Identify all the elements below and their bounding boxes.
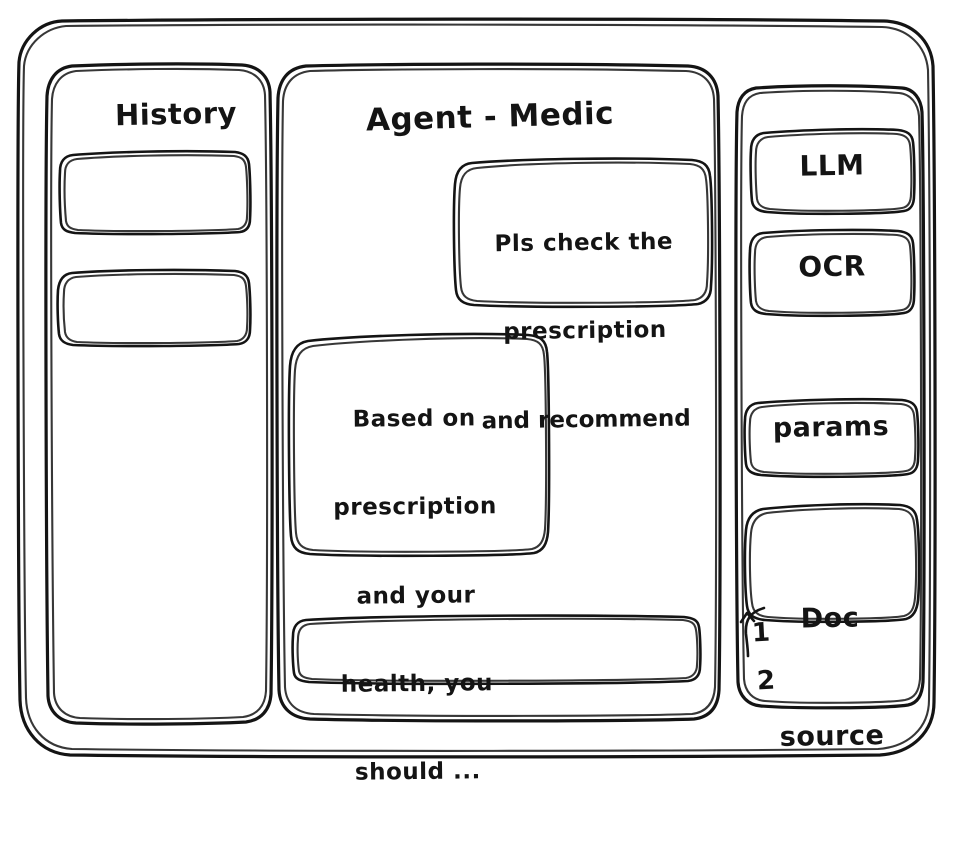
agent-panel: [275, 62, 722, 723]
assistant-message-text: Based on prescription and your health, y…: [297, 345, 534, 848]
history-item-1-outline[interactable]: [58, 149, 252, 236]
user-message-line-1: Pls check the: [494, 228, 674, 258]
wireframe-canvas: [16, 17, 937, 759]
composer-input-outline[interactable]: [291, 614, 702, 686]
tool-button-params-label[interactable]: params: [772, 410, 890, 445]
history-panel: [44, 62, 274, 726]
tool-button-params-outline[interactable]: [743, 397, 920, 479]
assistant-message-line-5: should ...: [354, 758, 481, 786]
assistant-message-line-4: health, you: [340, 670, 494, 698]
assistant-message-line-2: prescription: [333, 493, 497, 522]
app-window-frame: [16, 17, 937, 759]
tool-button-ocr-outline[interactable]: [748, 228, 916, 318]
user-message-bubble: [452, 157, 714, 309]
history-panel-title: History: [114, 95, 238, 133]
assistant-message-bubble: [287, 332, 551, 558]
doc-source-label-line-2: source: [779, 719, 885, 753]
doc-source-connector-arrow: [739, 606, 766, 658]
user-message-line-2: prescription: [503, 317, 667, 346]
assistant-message-line-3: and your: [356, 581, 476, 610]
agent-panel-title: Agent - Medic: [365, 95, 615, 139]
doc-source-item-1[interactable]: 1: [751, 617, 772, 649]
doc-source-item-2[interactable]: 2: [756, 665, 777, 697]
tool-button-llm-outline[interactable]: [749, 127, 916, 216]
tools-panel: [734, 84, 926, 710]
tool-button-ocr-label[interactable]: OCR: [797, 249, 866, 284]
assistant-message-line-1: Based on: [352, 405, 476, 433]
tool-button-llm-label[interactable]: LLM: [799, 148, 865, 183]
history-item-2-outline[interactable]: [56, 268, 252, 348]
doc-source-card-outline[interactable]: [743, 502, 921, 624]
doc-source-label-line-1: Doc: [800, 602, 860, 635]
